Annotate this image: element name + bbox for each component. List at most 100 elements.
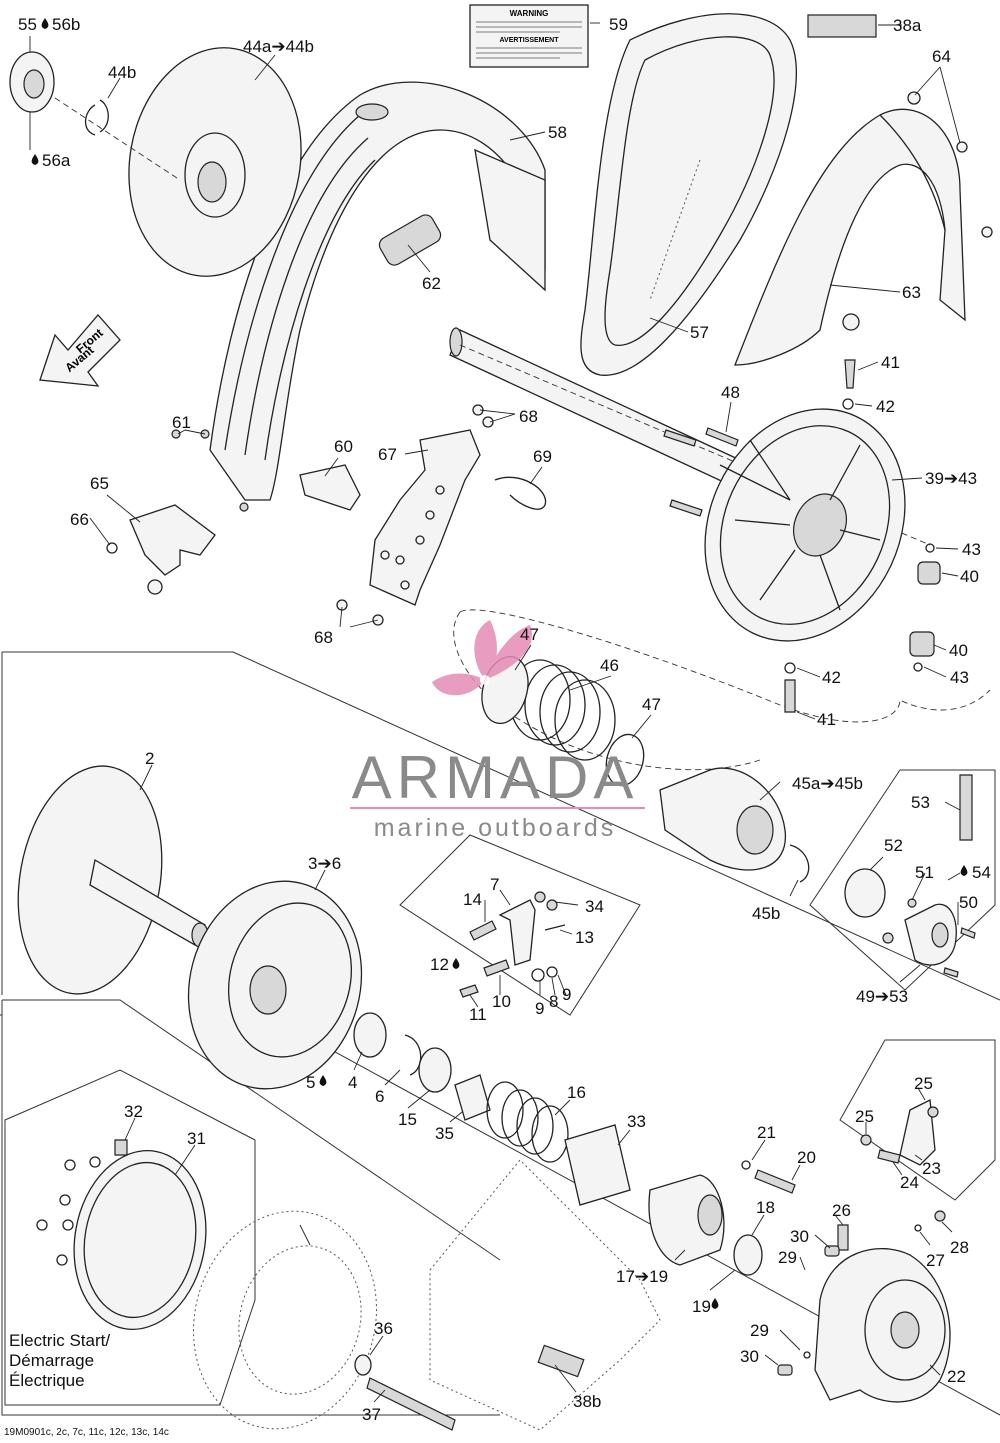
outer-cover <box>734 91 993 366</box>
washer-52 <box>844 868 886 918</box>
callout-39-43: 39➔43 <box>925 469 977 488</box>
callout-61: 61 <box>172 413 191 432</box>
part-callouts: 55 56b 56a 44b 44a➔44b 59 58 62 38a 64 6… <box>18 15 991 1424</box>
callout-60: 60 <box>334 437 353 456</box>
watermark-brand: ARMADA <box>352 744 639 811</box>
leader-lines <box>29 22 961 1403</box>
callout-18: 18 <box>756 1198 775 1217</box>
callout-38b: 38b <box>573 1392 601 1411</box>
callout-20: 20 <box>797 1148 816 1167</box>
circlip-6 <box>404 1034 422 1076</box>
ring-47b <box>605 733 645 787</box>
callout-4: 4 <box>348 1073 357 1092</box>
callout-50: 50 <box>959 893 978 912</box>
callout-25b: 25 <box>855 1107 874 1126</box>
callout-43a: 43 <box>962 540 981 559</box>
washer-15 <box>418 1047 452 1093</box>
callout-10: 10 <box>492 992 511 1011</box>
callout-62: 62 <box>422 274 441 293</box>
drop-icon <box>41 18 49 29</box>
decal-38a <box>807 14 877 38</box>
washer-36 <box>354 1354 372 1376</box>
callout-6: 6 <box>375 1087 384 1106</box>
drop-icon <box>31 154 39 165</box>
warning-heading-fr: AVERTISSEMENT <box>500 37 560 44</box>
callout-43b: 43 <box>950 668 969 687</box>
callout-14: 14 <box>463 890 482 909</box>
callout-51: 51 <box>915 863 934 882</box>
bumper-pad <box>378 214 442 266</box>
roller-arm-23 <box>899 1098 936 1166</box>
spring-16 <box>486 1081 569 1163</box>
electric-start-line1: Electric Start/ <box>9 1331 111 1350</box>
callout-58: 58 <box>548 123 567 142</box>
bushing-4 <box>353 1012 387 1058</box>
callout-44b: 44b <box>108 63 136 82</box>
callout-16: 16 <box>567 1083 586 1102</box>
watermark-tagline: marine outboards <box>374 814 617 842</box>
movable-sheave-2 <box>17 765 209 995</box>
callout-33: 33 <box>627 1112 646 1131</box>
callout-41a: 41 <box>881 353 900 372</box>
bushing-35 <box>454 1074 491 1121</box>
callout-3-6: 3➔6 <box>308 854 341 873</box>
callout-29a: 29 <box>778 1248 797 1267</box>
callout-24: 24 <box>900 1173 919 1192</box>
callout-66: 66 <box>70 510 89 529</box>
callout-26: 26 <box>832 1201 851 1220</box>
callout-13: 13 <box>575 928 594 947</box>
callout-53: 53 <box>911 793 930 812</box>
section-frames <box>0 609 1000 1416</box>
callout-68a: 68 <box>519 407 538 426</box>
callout-28: 28 <box>950 1238 969 1257</box>
callout-65: 65 <box>90 474 109 493</box>
circlip-45b <box>789 844 810 883</box>
callout-40b: 40 <box>949 641 968 660</box>
callout-48: 48 <box>721 383 740 402</box>
callout-11: 11 <box>469 1005 487 1024</box>
callout-30a: 30 <box>790 1227 809 1246</box>
pin-10 <box>483 959 510 977</box>
callout-64: 64 <box>932 47 951 66</box>
fixed-sheave <box>128 47 302 277</box>
electric-start-line3: Électrique <box>9 1371 85 1390</box>
callout-55: 55 <box>18 15 37 34</box>
screw-20 <box>754 1169 796 1194</box>
drive-belt <box>580 13 797 376</box>
callout-54: 54 <box>972 863 991 882</box>
callout-21: 21 <box>757 1123 776 1142</box>
bearing-55 <box>9 51 55 113</box>
callout-36: 36 <box>374 1319 393 1338</box>
cam-arm-7 <box>498 899 536 966</box>
bushing-18 <box>733 1234 763 1276</box>
callout-52: 52 <box>884 836 903 855</box>
circlip-44b <box>84 99 109 136</box>
callout-35: 35 <box>435 1124 454 1143</box>
callout-27: 27 <box>926 1251 945 1270</box>
callout-46: 46 <box>600 656 619 675</box>
drop-icon <box>711 1298 719 1309</box>
cam-arm-detail-box <box>399 834 641 1016</box>
sensor-bracket <box>106 504 216 595</box>
callout-29b: 29 <box>750 1321 769 1340</box>
callout-67: 67 <box>378 445 397 464</box>
callout-56a: 56a <box>42 151 71 170</box>
callout-42a: 42 <box>876 397 895 416</box>
support-bracket <box>336 404 547 626</box>
decal-38b <box>537 1344 585 1378</box>
hub-17 <box>648 1174 725 1266</box>
callout-42b: 42 <box>822 668 841 687</box>
callout-44a-44b: 44a➔44b <box>243 37 314 56</box>
callout-9a: 9 <box>535 999 544 1018</box>
callout-45a-45b: 45a➔45b <box>792 774 863 793</box>
ring-gear-31 <box>73 1150 207 1330</box>
callout-59: 59 <box>609 15 628 34</box>
ring-gear-box <box>4 1069 256 1406</box>
warning-decal: WARNING AVERTISSEMENT <box>469 4 589 68</box>
cap-assembly-box <box>809 769 996 991</box>
callout-2: 2 <box>145 749 154 768</box>
callout-15: 15 <box>398 1110 417 1129</box>
pin-11 <box>459 984 479 998</box>
callout-63: 63 <box>902 283 921 302</box>
